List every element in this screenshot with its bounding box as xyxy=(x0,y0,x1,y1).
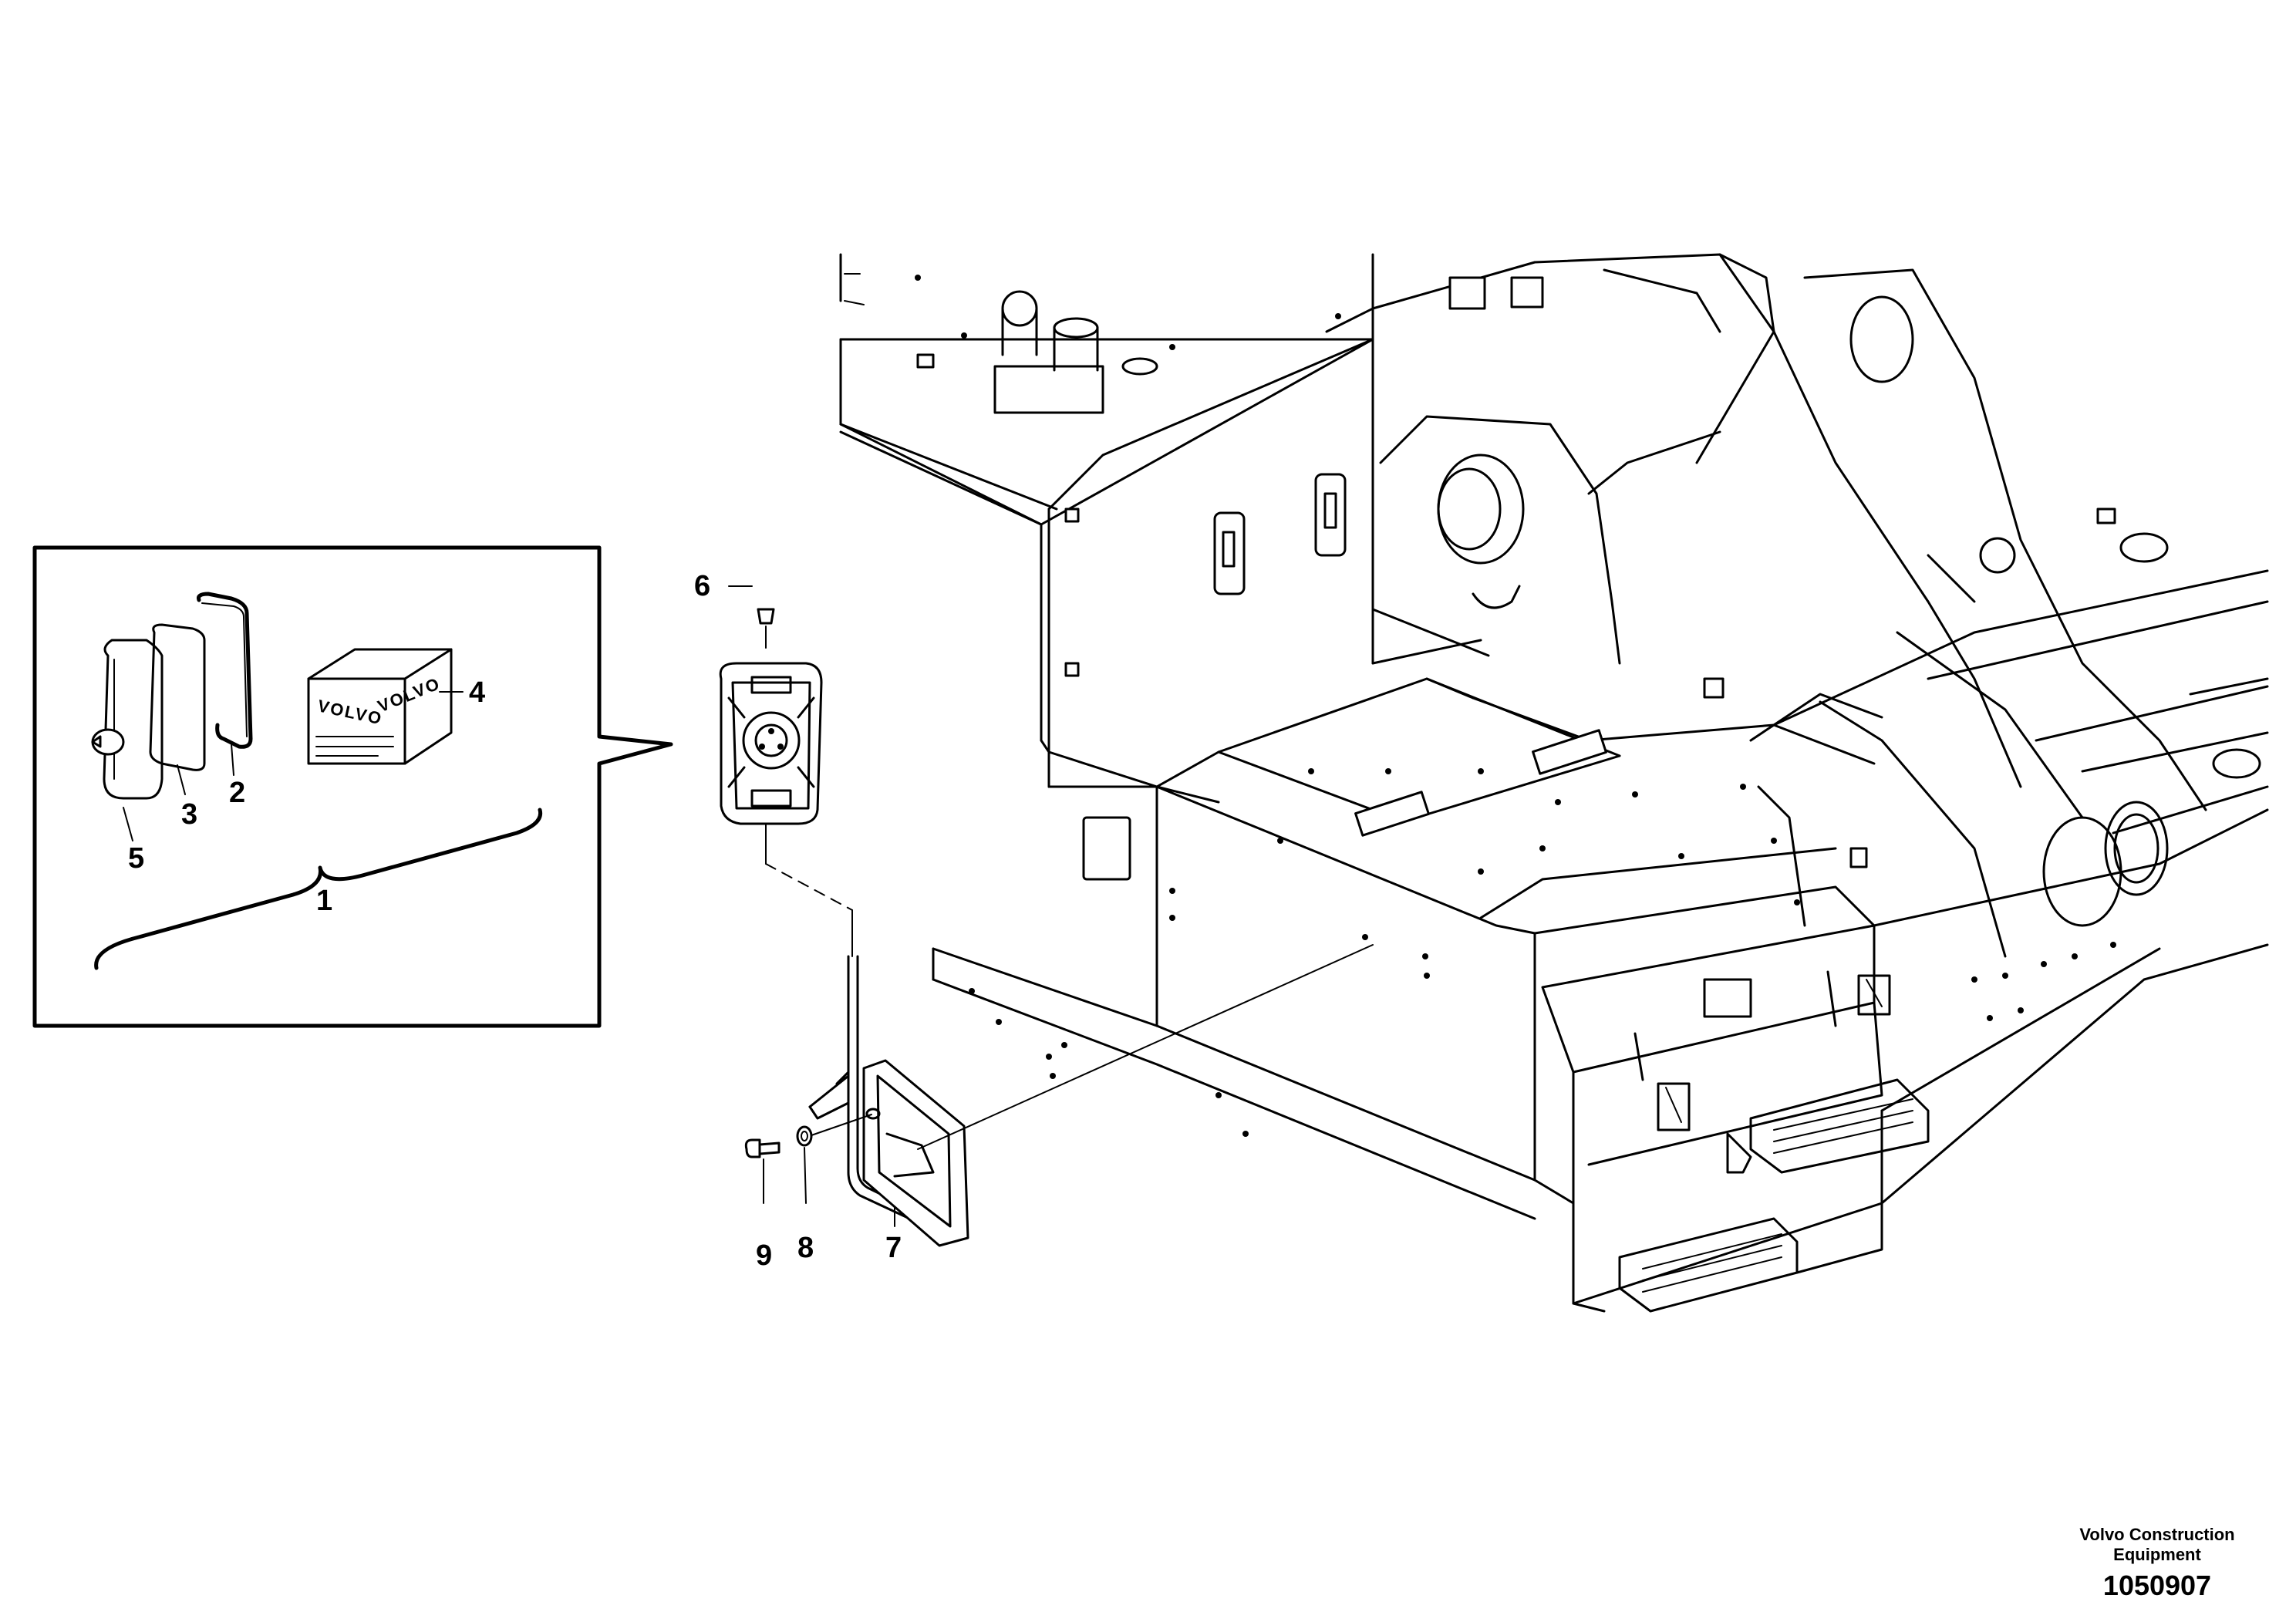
callout-1: 1 xyxy=(316,885,332,917)
callout-7: 7 xyxy=(885,1232,902,1264)
mirror-head-part xyxy=(91,639,164,800)
callout-9: 9 xyxy=(756,1239,772,1272)
mirror-seal-part xyxy=(197,592,253,749)
callout-3: 3 xyxy=(181,798,197,831)
plug-part xyxy=(757,608,775,625)
callout-2: 2 xyxy=(229,777,245,809)
callout-5: 5 xyxy=(128,842,144,875)
callouts: 1 2 3 4 5 6 7 8 9 xyxy=(128,570,902,1272)
washer-part xyxy=(796,1125,813,1147)
callout-4: 4 xyxy=(469,676,485,709)
company-name-line1: Volvo Construction xyxy=(2079,1525,2234,1544)
kit-detail-frame: VOLVO VOLVO xyxy=(32,545,673,1028)
company-name-line2: Equipment xyxy=(2113,1545,2201,1564)
callout-8: 8 xyxy=(797,1232,814,1264)
kit-box: VOLVO VOLVO xyxy=(307,648,453,765)
footer-block: Volvo Construction Equipment 1050907 xyxy=(2079,1525,2234,1601)
bolt-part xyxy=(744,1138,781,1158)
mirror-glass-part xyxy=(149,623,206,771)
callout-6: 6 xyxy=(694,570,710,602)
machine-structure xyxy=(839,253,2269,1313)
mirror-assembly xyxy=(719,608,1374,1247)
drawing-number: 1050907 xyxy=(2103,1570,2211,1601)
callout-leaders xyxy=(123,585,895,1227)
kit-brace xyxy=(94,808,543,970)
